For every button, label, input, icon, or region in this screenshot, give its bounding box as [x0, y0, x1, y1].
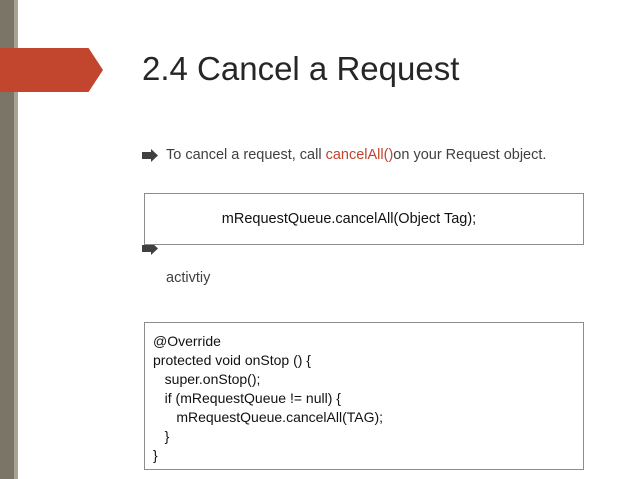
code-block: @Override protected void onStop () { sup…: [153, 332, 383, 465]
code-line: }: [153, 447, 158, 463]
title-accent-tab: [0, 48, 103, 92]
bullet-text-highlight: cancelAll(): [325, 147, 394, 163]
bullet-text-suffix: on your Request object.: [393, 147, 547, 163]
slide-title: 2.4 Cancel a Request: [142, 50, 460, 87]
arrow-right-icon: [142, 242, 158, 255]
code-line: if (mRequestQueue != null) {: [153, 390, 341, 406]
code-box-cancel-all: mRequestQueue.cancelAll(Object Tag);: [144, 193, 584, 245]
bullet-text-1: To cancel a request, call cancelAll()on …: [166, 147, 546, 163]
code-box-onstop: @Override protected void onStop () { sup…: [144, 322, 584, 470]
arrow-right-icon: [142, 149, 158, 162]
side-stripe-accent: [14, 0, 18, 479]
bullet-text-2-partial: activtiy: [166, 270, 211, 286]
side-stripe: [0, 0, 14, 479]
code-line: @Override: [153, 333, 221, 349]
bullet-text-prefix: To cancel a request, call: [166, 147, 326, 163]
code-line: super.onStop();: [153, 371, 261, 387]
code-line: protected void onStop () {: [153, 352, 311, 368]
code-line: }: [153, 428, 170, 444]
code-box-cancel-all-text: mRequestQueue.cancelAll(Object Tag);: [221, 211, 477, 227]
code-line: mRequestQueue.cancelAll(TAG);: [153, 409, 384, 425]
